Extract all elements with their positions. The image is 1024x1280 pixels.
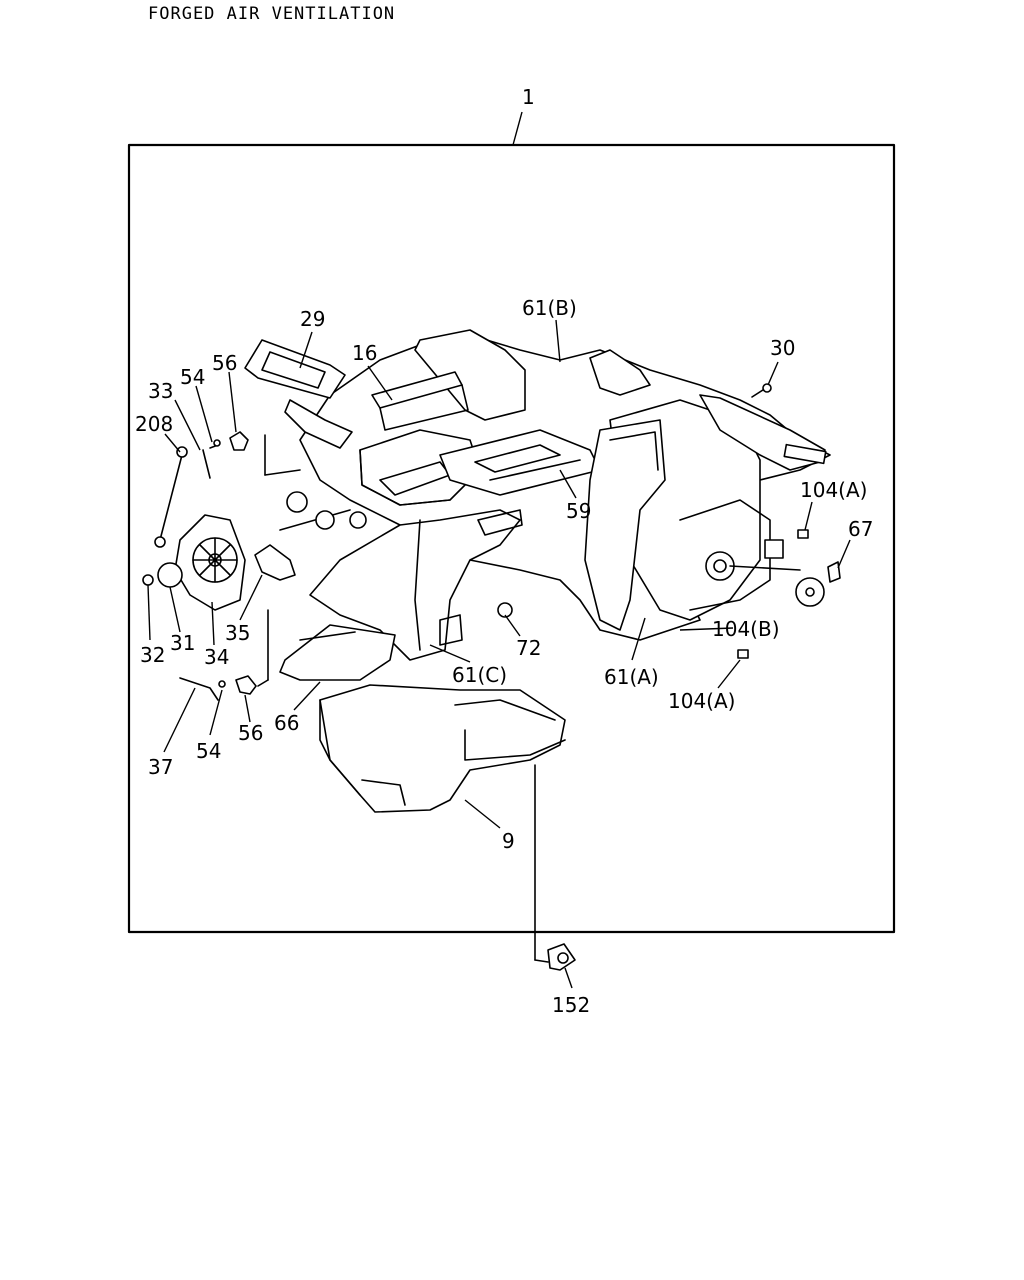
clip-nut-152: [547, 943, 576, 971]
label-104a-bottom: 104(A): [668, 689, 735, 713]
label-31: 31: [170, 631, 195, 655]
label-29: 29: [300, 307, 325, 331]
label-67: 67: [848, 517, 873, 541]
label-35: 35: [225, 621, 250, 645]
label-assembly-1: 1: [522, 85, 535, 109]
label-61c: 61(C): [452, 663, 507, 687]
label-208: 208: [135, 412, 173, 436]
label-104a-top: 104(A): [800, 478, 867, 502]
label-61a: 61(A): [604, 665, 659, 689]
label-34: 34: [204, 645, 229, 669]
leader-lines: [147, 319, 851, 989]
label-30: 30: [770, 336, 795, 360]
label-59: 59: [566, 499, 591, 523]
label-61b: 61(B): [522, 296, 577, 320]
label-66: 66: [274, 711, 299, 735]
label-54-top: 54: [180, 365, 205, 389]
leader-1: [512, 111, 523, 146]
label-54-bottom: 54: [196, 739, 221, 763]
assembly-frame: [127, 143, 896, 934]
label-9: 9: [502, 829, 515, 853]
label-56-bottom: 56: [238, 721, 263, 745]
label-152: 152: [552, 993, 590, 1017]
label-104b: 104(B): [712, 617, 780, 641]
label-33: 33: [148, 379, 173, 403]
label-37: 37: [148, 755, 173, 779]
label-72: 72: [516, 636, 541, 660]
label-56-top: 56: [212, 351, 237, 375]
page-title: FORGED AIR VENTILATION: [148, 4, 396, 24]
label-16: 16: [352, 341, 377, 365]
label-32: 32: [140, 643, 165, 667]
ventilation-unit-drawing: [142, 329, 841, 963]
disc: [157, 562, 183, 588]
